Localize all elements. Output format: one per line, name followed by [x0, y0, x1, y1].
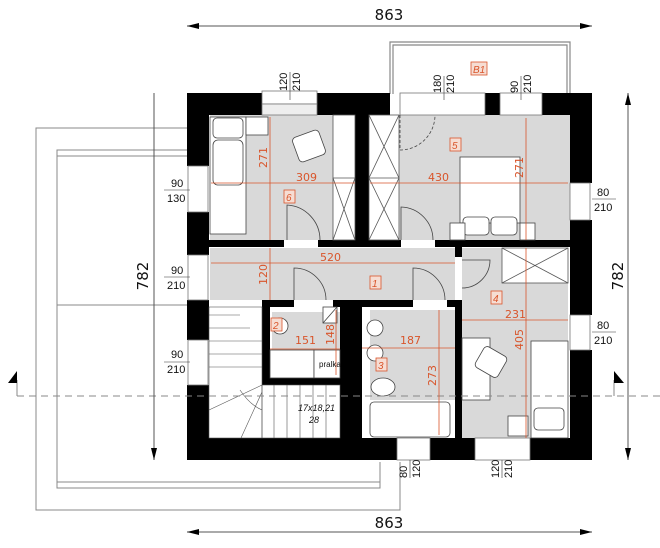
stair-spec: 17x18,21 — [298, 403, 335, 413]
room-3-width: 187 — [400, 334, 421, 347]
room-4-width: 231 — [505, 308, 526, 321]
room-tags — [270, 61, 503, 372]
balcony-door-w: 180 — [432, 75, 444, 93]
staircase — [208, 306, 341, 439]
room-1-number: 1 — [372, 279, 378, 290]
double-bed-room-5 — [459, 156, 521, 224]
room-6-width: 309 — [296, 171, 317, 184]
section-marker-left-icon — [8, 371, 17, 383]
sink-room-3a — [366, 319, 384, 337]
left-window-room6-w: 90 — [171, 178, 183, 190]
dim-bottom-width: 863 — [375, 514, 404, 532]
room4-bottom-window-h: 210 — [503, 460, 515, 478]
walls — [187, 93, 592, 460]
section-marker-right-icon — [614, 371, 624, 383]
left-window-hall-w: 90 — [171, 265, 183, 277]
top-window-room6-h: 210 — [291, 73, 303, 91]
room-2-number: 2 — [272, 321, 279, 332]
left-window-room6-h: 130 — [167, 193, 185, 205]
bath-window-w: 80 — [398, 466, 410, 478]
balcony-b1 — [389, 41, 571, 94]
dim-left-height: 782 — [134, 262, 152, 291]
stair-run: 28 — [308, 415, 319, 425]
right-window-room5-w: 80 — [597, 187, 609, 199]
left-window-stair-h: 210 — [167, 364, 185, 376]
right-window-room4-w: 80 — [597, 320, 609, 332]
room-4-height: 405 — [513, 329, 526, 350]
bathtub — [369, 401, 451, 438]
sink-room-3b — [366, 344, 384, 362]
room-1-floor — [210, 248, 455, 300]
washing-machine-label: pralka — [319, 360, 341, 369]
left-window-hall-h: 210 — [167, 280, 185, 292]
room-1-width: 520 — [320, 251, 341, 264]
right-window-room4-h: 210 — [594, 335, 612, 347]
room4-bottom-window-w: 120 — [490, 460, 502, 478]
room-dimension-lines — [211, 117, 568, 438]
dimension-lines — [151, 23, 631, 535]
furniture — [209, 116, 569, 439]
right-window-room5-h: 210 — [594, 202, 612, 214]
roof-outline — [35, 127, 401, 511]
room-1-height: 120 — [257, 264, 270, 285]
room-2-height: 148 — [324, 324, 337, 345]
balcony-label: B1 — [473, 65, 485, 76]
door-swings — [286, 114, 491, 301]
room-5-number: 5 — [452, 141, 458, 152]
room-3-height: 273 — [426, 365, 439, 386]
room-2-width: 151 — [295, 334, 316, 347]
left-window-stair-w: 90 — [171, 349, 183, 361]
room-3-number: 3 — [378, 361, 384, 372]
room-4-number: 4 — [493, 294, 499, 305]
armchair-room-4 — [474, 346, 508, 378]
room-5-height: 271 — [513, 157, 526, 178]
room-6-height: 271 — [257, 147, 270, 168]
balcony-window-h: 210 — [522, 75, 534, 93]
bath-window-h: 120 — [411, 460, 423, 478]
window-frames — [187, 90, 591, 461]
wardrobes — [332, 114, 569, 284]
balcony-door-h: 210 — [445, 75, 457, 93]
dim-right-height: 782 — [609, 262, 627, 291]
room-5-width: 430 — [428, 171, 449, 184]
room-6-number: 6 — [286, 193, 292, 204]
toilet — [370, 377, 396, 397]
dim-top-width: 863 — [375, 6, 404, 24]
balcony-window-w: 90 — [509, 81, 521, 93]
armchair-room-6 — [292, 129, 326, 163]
top-window-room6-w: 120 — [278, 73, 290, 91]
opening-dimension-ticks — [164, 72, 616, 478]
